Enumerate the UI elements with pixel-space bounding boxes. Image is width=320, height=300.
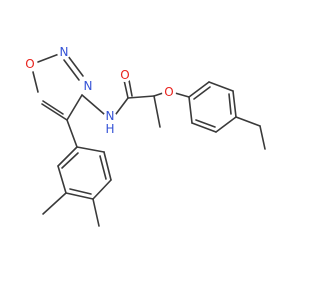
bond-r2-1-inner bbox=[193, 86, 211, 100]
bond-r2-3 bbox=[232, 90, 237, 118]
bond-c4-ring1 bbox=[66, 119, 78, 148]
bond-nh-co bbox=[115, 97, 129, 115]
ether-oxygen-label: O bbox=[164, 85, 173, 99]
bond-ch-methyl bbox=[153, 95, 161, 128]
bond-ch-oether bbox=[153, 92, 164, 97]
bond-ethyl-2 bbox=[259, 125, 266, 150]
bond-oether-ring bbox=[174, 92, 190, 98]
bond-r1-5-inner bbox=[99, 155, 107, 180]
bond-methyl-b bbox=[92, 198, 100, 227]
bond-r1-5 bbox=[103, 151, 112, 181]
carbonyl-oxygen-label: O bbox=[120, 68, 129, 82]
bond-co-double-a bbox=[123, 79, 129, 99]
atom-labels: O N N N H O O bbox=[23, 45, 176, 136]
bond-r1-3-inner bbox=[69, 188, 92, 195]
bond-r1-1-inner bbox=[61, 152, 79, 169]
bond-r1-1 bbox=[57, 146, 78, 167]
bond-r2-6 bbox=[188, 96, 193, 124]
bond-r1-3 bbox=[65, 192, 94, 200]
bond-r2-4 bbox=[215, 116, 237, 133]
bond-r2-3-inner bbox=[228, 93, 232, 115]
bond-r2-5-inner bbox=[195, 119, 216, 128]
bond-n2-c3-double-a bbox=[67, 55, 84, 77]
bond-methyl-a bbox=[42, 192, 67, 215]
bond-r1-4 bbox=[92, 179, 112, 200]
bond-r2-1 bbox=[188, 81, 210, 98]
bond-r2-2 bbox=[208, 81, 234, 92]
bond-ethyl-1 bbox=[235, 116, 261, 127]
amide-nitrogen-label: N bbox=[106, 109, 115, 123]
amide-hydrogen-label: H bbox=[105, 122, 114, 136]
molecule-structure: O N N N H O O bbox=[23, 45, 266, 227]
bond-r1-2 bbox=[57, 165, 67, 194]
ring-nitrogen-right-label: N bbox=[84, 79, 93, 93]
ring-nitrogen-top-label: N bbox=[60, 45, 69, 59]
bond-c3-nh bbox=[81, 94, 105, 115]
bond-c4-n5-double-a bbox=[41, 103, 68, 121]
bonds bbox=[32, 53, 266, 227]
bond-r1-6 bbox=[76, 146, 105, 153]
bond-co-double-b bbox=[128, 79, 133, 97]
bond-c3-c4 bbox=[66, 94, 83, 121]
ring-oxygen-label: O bbox=[25, 57, 34, 71]
bond-co-ch bbox=[127, 95, 155, 99]
bond-n5-o1 bbox=[32, 71, 39, 93]
bond-o1-n2 bbox=[37, 53, 60, 63]
bond-r2-5 bbox=[191, 122, 217, 133]
bond-n2-c3-double-b bbox=[63, 59, 80, 81]
bond-c4-n5-double-b bbox=[42, 100, 64, 115]
